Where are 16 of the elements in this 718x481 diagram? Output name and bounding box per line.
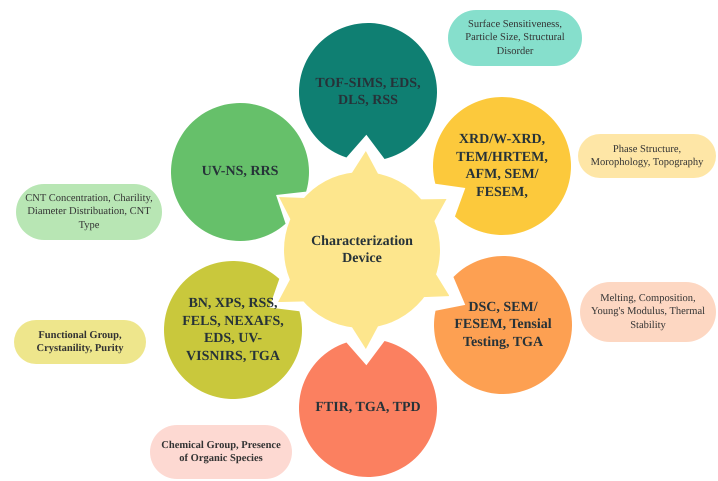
node-label: UV-NS, RRS [200, 163, 280, 181]
node-label: CNT Concentration, Charility, Diameter Distribuation, CNT Type [24, 192, 154, 232]
node-label: XRD/W-XRD, TEM/HRTEM, AFM, SEM/ FESEM, [455, 131, 549, 201]
central-star-circle [284, 172, 440, 328]
node-label: Functional Group, Crystanility, Purity [36, 328, 124, 356]
node-label: Characterization Device [310, 232, 414, 268]
node-label: TOF-SIMS, EDS, DLS, RSS [314, 74, 422, 110]
description-pill [578, 134, 716, 178]
node-label: Melting, Composition, Young's Modulus, Thermal Stability [590, 292, 706, 332]
description-pill [14, 320, 146, 364]
node-label: DSC, SEM/ FESEM, Tensial Testing, TGA [453, 298, 553, 352]
node-label: Phase Structure, Morophology, Topography [590, 142, 704, 170]
description-pill [150, 425, 292, 479]
node-label: Surface Sensitiveness, Particle Size, Structural Disorder [464, 18, 566, 58]
node-label: FTIR, TGA, TPD [314, 399, 422, 417]
node-label: Chemical Group, Presence of Organic Species [160, 438, 282, 466]
